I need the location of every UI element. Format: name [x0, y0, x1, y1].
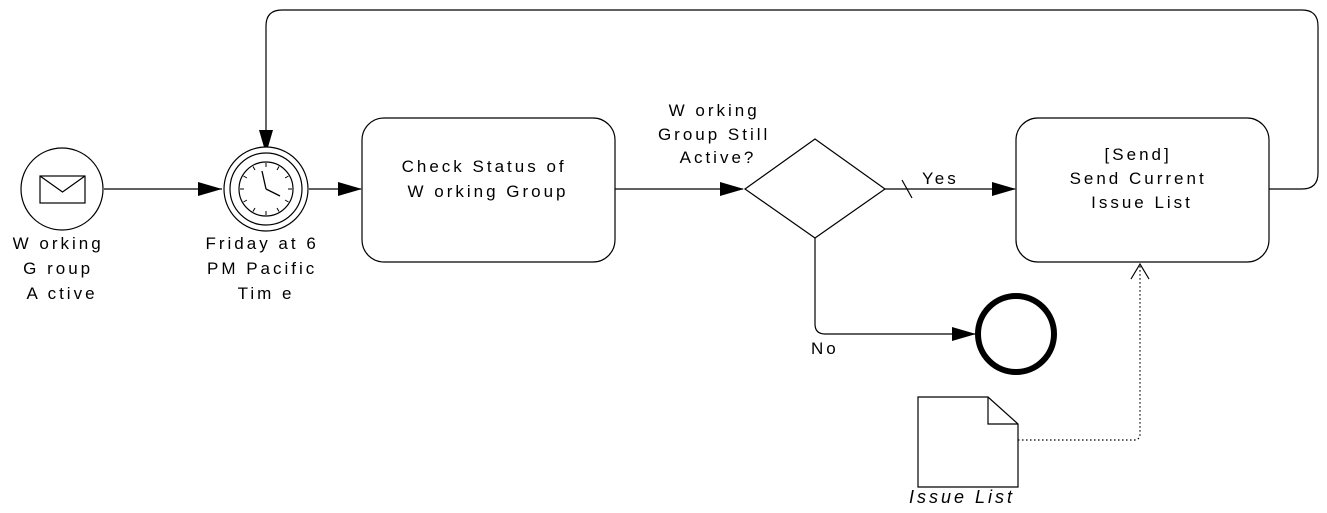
gateway-label-line-3: Active?: [680, 148, 757, 167]
task-send-label-line-3: Issue List: [1091, 193, 1193, 212]
flow-loop-back-arrowhead: [259, 130, 273, 154]
task-send-label-line-1: [Send]: [1105, 145, 1172, 164]
data-association-arrowhead: [1130, 262, 1150, 280]
task-check-status-label: Check Status of W orking Group: [402, 157, 575, 201]
flow-no-arrowhead: [952, 327, 976, 341]
flow-timer-to-check-arrowhead: [338, 182, 362, 196]
flow-yes-label: Yes: [922, 169, 959, 188]
clock-icon: [238, 161, 294, 217]
task-send-issue-list[interactable]: [Send] Send Current Issue List: [1015, 117, 1270, 263]
task-check-status[interactable]: Check Status of W orking Group: [361, 117, 616, 263]
start-event-label-line-1: W orking: [13, 234, 104, 253]
task-check-label-line-2: W orking Group: [407, 182, 568, 201]
start-message-event[interactable]: [20, 147, 104, 231]
default-flow-slash: [901, 179, 913, 199]
start-event-label: W orking G roup A ctive: [13, 234, 112, 303]
clock-tick: [284, 199, 289, 203]
timer-event-label: Friday at 6 PM Pacific Tim e: [205, 234, 326, 303]
flow-no[interactable]: [814, 238, 975, 335]
flow-yes-arrowhead: [992, 182, 1016, 196]
task-send-label: [Send] Send Current Issue List: [1070, 145, 1215, 212]
data-association[interactable]: [1018, 264, 1141, 441]
clock-tick: [252, 166, 256, 171]
end-event[interactable]: [975, 293, 1057, 375]
envelope-icon: [39, 175, 86, 204]
clock-tick: [284, 175, 289, 179]
timer-event-label-line-2: PM Pacific: [207, 259, 317, 278]
clock-tick: [243, 175, 248, 179]
flow-check-to-gateway-arrowhead: [720, 182, 744, 196]
start-event-label-line-3: A ctive: [26, 284, 97, 303]
clock-tick: [276, 207, 280, 212]
flow-loop-back[interactable]: [265, 9, 1319, 190]
gateway-label-line-1: W orking: [669, 101, 760, 120]
flow-no-label: No: [811, 339, 839, 358]
gateway-label-line-2: Group Still: [658, 125, 770, 144]
timer-event-label-line-1: Friday at 6: [205, 234, 318, 253]
flow-start-to-timer-arrowhead: [198, 182, 222, 196]
clock-tick: [243, 199, 248, 203]
timer-event-label-line-3: Tim e: [238, 284, 295, 303]
task-check-label-line-1: Check Status of: [402, 157, 567, 176]
data-object-label: Issue List: [909, 487, 1015, 507]
document-icon: [917, 396, 1019, 488]
gateway-label: W orking Group Still Active?: [658, 101, 778, 167]
clock-ticks: [240, 163, 292, 215]
task-send-label-line-2: Send Current: [1070, 169, 1207, 188]
timer-event[interactable]: [223, 146, 309, 232]
clock-tick: [252, 207, 256, 212]
data-object-issue-list[interactable]: [917, 396, 1019, 488]
clock-tick: [276, 166, 280, 171]
exclusive-gateway[interactable]: [743, 138, 887, 239]
start-event-label-line-2: G roup: [23, 259, 93, 278]
